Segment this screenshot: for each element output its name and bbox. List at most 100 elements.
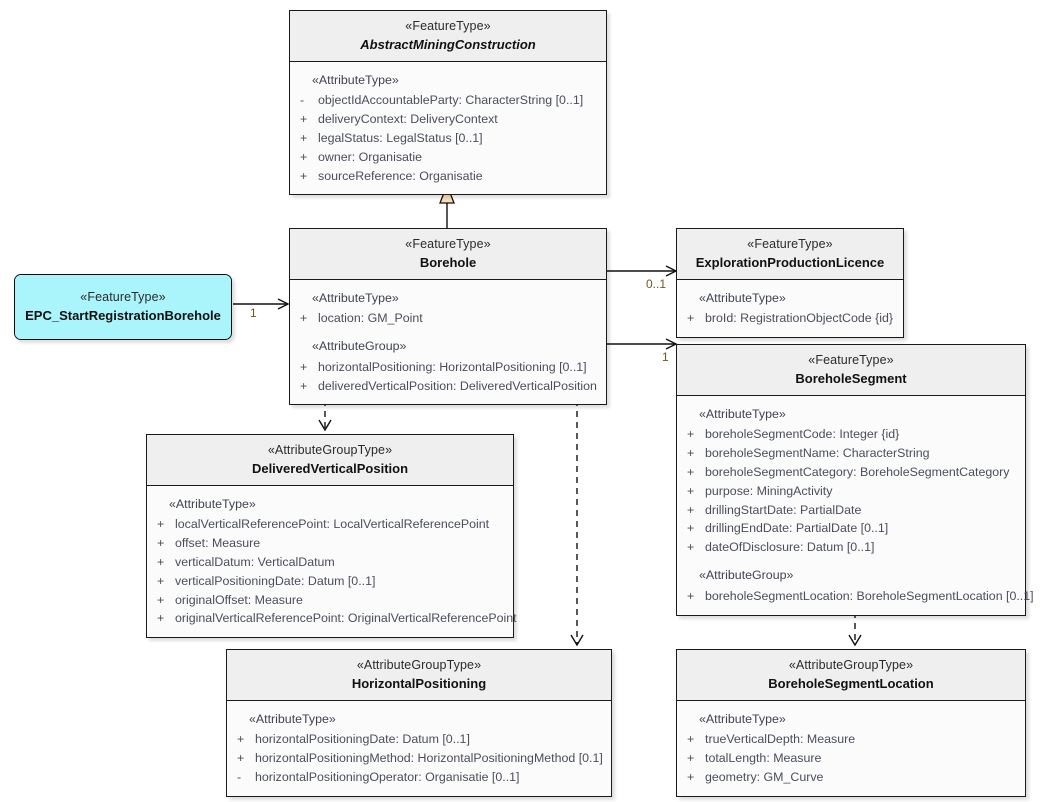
- attribute-visibility: -: [237, 769, 242, 784]
- class-body-horizontalpositioning: «AttributeType» + horizontalPositioningD…: [227, 700, 611, 796]
- attribute-row: + originalOffset: Measure: [153, 591, 507, 610]
- attribute-visibility: +: [300, 311, 308, 326]
- attribute-text: drillingEndDate: PartialDate [0..1]: [705, 521, 889, 536]
- attribute-visibility: -: [300, 93, 305, 108]
- attribute-text: broId: RegistrationObjectCode {id}: [705, 311, 894, 326]
- attribute-row: + trueVerticalDepth: Measure: [683, 730, 1019, 749]
- attribute-row: + boreholeSegmentName: CharacterString: [683, 444, 1019, 463]
- attribute-visibility: +: [300, 112, 308, 127]
- class-stereotype: «FeatureType»: [747, 237, 833, 251]
- class-stereotype: «FeatureType»: [405, 19, 491, 33]
- attribute-visibility: +: [687, 464, 695, 479]
- attribute-text: purpose: MiningActivity: [705, 483, 833, 498]
- attribute-text: originalOffset: Measure: [175, 592, 303, 607]
- attribute-visibility: +: [237, 732, 245, 747]
- attribute-text: boreholeSegmentCategory: BoreholeSegment…: [705, 464, 1010, 479]
- attribute-row: + purpose: MiningActivity: [683, 482, 1019, 501]
- attribute-row: + totalLength: Measure: [683, 749, 1019, 768]
- attribute-text: sourceReference: Organisatie: [318, 168, 483, 183]
- attribute-visibility: +: [687, 502, 695, 517]
- attribute-row: - objectIdAccountableParty: CharacterStr…: [296, 91, 600, 110]
- class-body-deliveredverticalposition: «AttributeType» + localVerticalReference…: [147, 485, 517, 638]
- attribute-row: + drillingEndDate: PartialDate [0..1]: [683, 519, 1019, 538]
- class-body-abstractminingconstruction: «AttributeType» - objectIdAccountablePar…: [290, 61, 606, 195]
- class-stereotype: «FeatureType»: [80, 290, 166, 304]
- class-stereotype: «FeatureType»: [808, 353, 894, 367]
- class-box-boreholesegmentlocation[interactable]: «AttributeGroupType» BoreholeSegmentLoca…: [676, 649, 1026, 797]
- attribute-visibility: +: [300, 378, 308, 393]
- attribute-row: + horizontalPositioning: HorizontalPosit…: [296, 358, 600, 377]
- class-box-borehole[interactable]: «FeatureType» Borehole «AttributeType» +…: [289, 228, 607, 406]
- attribute-text: boreholeSegmentCode: Integer {id}: [705, 427, 900, 442]
- attribute-row: + offset: Measure: [153, 534, 507, 553]
- attribute-visibility: +: [300, 149, 308, 164]
- attribute-visibility: +: [687, 751, 695, 766]
- attribute-text: boreholeSegmentName: CharacterString: [705, 446, 930, 461]
- class-name: HorizontalPositioning: [351, 675, 487, 691]
- class-box-explorationproductionlicence[interactable]: «FeatureType» ExplorationProductionLicen…: [676, 228, 904, 339]
- attribute-text: geometry: GM_Curve: [705, 769, 824, 784]
- attribute-text: trueVerticalDepth: Measure: [705, 732, 856, 747]
- attribute-text: verticalDatum: VerticalDatum: [175, 554, 335, 569]
- attribute-row: + broId: RegistrationObjectCode {id}: [683, 309, 897, 328]
- class-box-deliveredverticalposition[interactable]: «AttributeGroupType» DeliveredVerticalPo…: [146, 434, 517, 639]
- attribute-row: + boreholeSegmentCode: Integer {id}: [683, 425, 1019, 444]
- class-name: ExplorationProductionLicence: [695, 254, 885, 270]
- class-box-epc-startregistrationborehole[interactable]: «FeatureType» EPC_StartRegistrationBoreh…: [14, 274, 232, 340]
- compartment-label: «AttributeType»: [699, 290, 786, 305]
- compartment-label: «AttributeType»: [312, 290, 399, 305]
- attribute-visibility: +: [687, 483, 695, 498]
- attribute-text: horizontalPositioningOperator: Organisat…: [255, 769, 520, 784]
- attribute-text: offset: Measure: [175, 536, 261, 551]
- compartment-label: «AttributeType»: [249, 711, 336, 726]
- attribute-row: + owner: Organisatie: [296, 148, 600, 167]
- attribute-visibility: +: [157, 554, 165, 569]
- attribute-row: + localVerticalReferencePoint: LocalVert…: [153, 515, 507, 534]
- attribute-visibility: +: [157, 592, 165, 607]
- class-box-boreholesegment[interactable]: «FeatureType» BoreholeSegment «Attribute…: [676, 344, 1034, 616]
- attribute-text: legalStatus: LegalStatus [0..1]: [318, 130, 483, 145]
- compartment-label: «AttributeGroup»: [312, 339, 407, 354]
- class-body-explorationproductionlicence: «AttributeType» + broId: RegistrationObj…: [677, 279, 903, 338]
- attribute-visibility: +: [687, 588, 695, 603]
- attribute-text: objectIdAccountableParty: CharacterStrin…: [318, 93, 584, 108]
- attribute-text: originalVerticalReferencePoint: Original…: [175, 611, 517, 626]
- compartment-label: «AttributeType»: [699, 711, 786, 726]
- class-stereotype: «AttributeGroupType»: [356, 658, 482, 672]
- class-header-deliveredverticalposition: «AttributeGroupType» DeliveredVerticalPo…: [147, 435, 513, 486]
- attribute-row: + location: GM_Point: [296, 309, 600, 328]
- class-header-borehole: «FeatureType» Borehole: [290, 229, 606, 280]
- attribute-row: + boreholeSegmentCategory: BoreholeSegme…: [683, 463, 1019, 482]
- class-name: BoreholeSegmentLocation: [768, 675, 934, 691]
- class-body-boreholesegmentlocation: «AttributeType» + trueVerticalDepth: Mea…: [677, 700, 1025, 796]
- attribute-row: + originalVerticalReferencePoint: Origin…: [153, 609, 517, 628]
- class-box-abstractminingconstruction[interactable]: «FeatureType» AbstractMiningConstruction…: [289, 10, 607, 196]
- attribute-row: + verticalDatum: VerticalDatum: [153, 553, 507, 572]
- class-header-epc-startregistrationborehole: «FeatureType» EPC_StartRegistrationBoreh…: [15, 275, 231, 339]
- attribute-visibility: +: [300, 359, 308, 374]
- class-body-boreholesegment: «AttributeType» + boreholeSegmentCode: I…: [677, 395, 1034, 615]
- attribute-text: localVerticalReferencePoint: LocalVertic…: [175, 517, 490, 532]
- attribute-visibility: +: [687, 521, 695, 536]
- class-stereotype: «AttributeGroupType»: [788, 658, 914, 672]
- class-header-boreholesegment: «FeatureType» BoreholeSegment: [677, 345, 1025, 396]
- attribute-text: drillingStartDate: PartialDate: [705, 502, 862, 517]
- compartment-label: «AttributeType»: [169, 496, 256, 511]
- class-header-boreholesegmentlocation: «AttributeGroupType» BoreholeSegmentLoca…: [677, 650, 1025, 701]
- class-header-abstractminingconstruction: «FeatureType» AbstractMiningConstruction: [290, 11, 606, 62]
- attribute-text: location: GM_Point: [318, 311, 423, 326]
- attribute-row: + verticalPositioningDate: Datum [0..1]: [153, 572, 507, 591]
- attribute-row: + legalStatus: LegalStatus [0..1]: [296, 129, 600, 148]
- class-stereotype: «FeatureType»: [405, 237, 491, 251]
- class-header-horizontalpositioning: «AttributeGroupType» HorizontalPositioni…: [227, 650, 611, 701]
- attribute-visibility: +: [157, 517, 165, 532]
- attribute-row: + horizontalPositioningDate: Datum [0..1…: [233, 730, 605, 749]
- class-name: Borehole: [419, 254, 477, 270]
- attribute-text: deliveredVerticalPosition: DeliveredVert…: [318, 378, 597, 393]
- class-box-horizontalpositioning[interactable]: «AttributeGroupType» HorizontalPositioni…: [226, 649, 612, 797]
- attribute-visibility: +: [687, 446, 695, 461]
- attribute-visibility: +: [687, 769, 695, 784]
- attribute-text: boreholeSegmentLocation: BoreholeSegment…: [705, 588, 1034, 603]
- attribute-text: horizontalPositioning: HorizontalPositio…: [318, 359, 587, 374]
